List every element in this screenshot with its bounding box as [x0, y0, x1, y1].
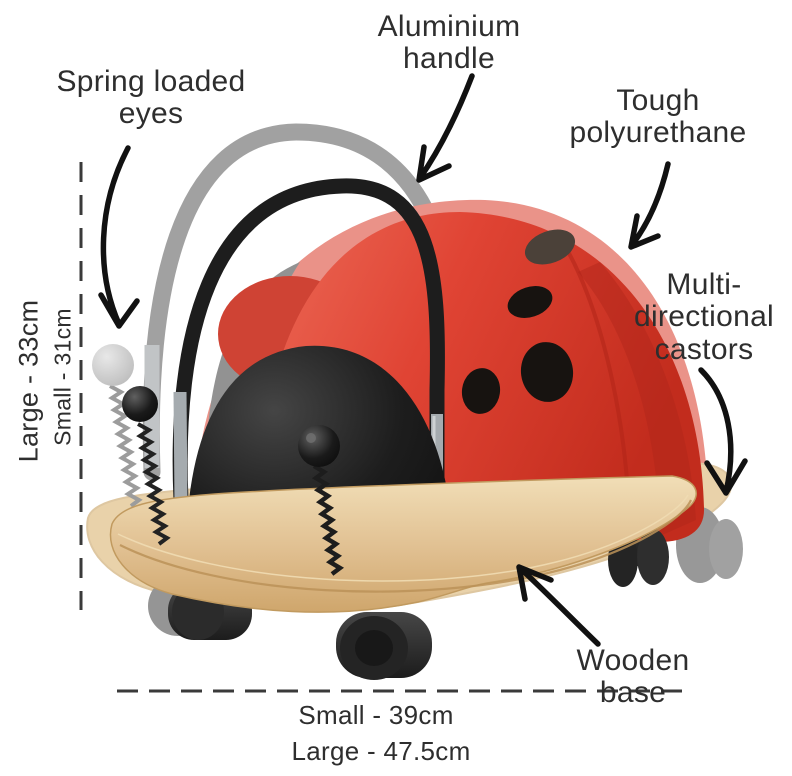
wooden-base — [109, 475, 697, 613]
wooden-base-arrow — [516, 564, 601, 647]
label-multidirectional-castors: Multi- directional castors — [633, 268, 775, 366]
label-tough-polyurethane: Tough polyurethane — [569, 84, 747, 150]
annotation-arrows — [98, 73, 748, 647]
spring-eyes-arrow — [98, 145, 140, 329]
body-spot-ghost — [524, 229, 576, 265]
wooden-base-plywood-highlight — [117, 494, 689, 582]
castor-wheel-rear-2 — [637, 529, 669, 585]
label-spring-loaded-eyes: Spring loaded eyes — [56, 65, 246, 131]
body-shading — [578, 262, 696, 536]
label-length-large: Large - 47.5cm — [291, 736, 471, 766]
eye-spring-left — [136, 422, 171, 546]
handle-arc — [172, 178, 445, 570]
eye-ball-highlight — [306, 433, 316, 443]
label-wooden-base: Wooden base — [576, 644, 690, 710]
castor-wheel-front-hub — [355, 630, 393, 666]
dimension-lines — [79, 162, 688, 693]
body-spot — [520, 342, 574, 402]
castors-arrow — [698, 367, 748, 496]
eye-spring-head — [311, 464, 345, 576]
body-spot — [461, 368, 501, 414]
label-length-small: Small - 39cm — [298, 700, 454, 730]
handle-leg-metal-left — [173, 391, 188, 506]
label-height-small: Small - 31cm — [49, 308, 76, 446]
aluminium-handle-arrow — [416, 73, 475, 183]
ghost-eye-spring — [108, 384, 143, 508]
wooden-base-plywood-line — [119, 499, 693, 593]
body-spot — [507, 286, 553, 318]
eye-ball-left — [122, 386, 158, 422]
polyurethane-arrow — [628, 161, 671, 250]
ghost-castor-wheel-rear-2 — [709, 519, 743, 579]
label-aluminium-handle: Aluminium handle — [377, 10, 521, 76]
ghost-eye-ball — [92, 344, 134, 386]
label-height-large: Large - 33cm — [13, 299, 44, 463]
